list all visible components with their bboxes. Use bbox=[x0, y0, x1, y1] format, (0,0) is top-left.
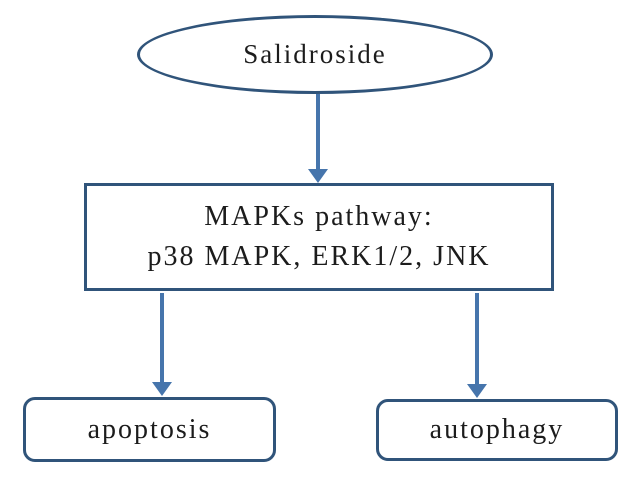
node-apoptosis-label: apoptosis bbox=[87, 413, 212, 445]
node-salidroside-label: Salidroside bbox=[243, 39, 387, 69]
node-autophagy: autophagy bbox=[376, 399, 618, 461]
arrow-mapks-to-apoptosis bbox=[152, 293, 172, 396]
arrow-salidroside-to-mapks bbox=[308, 94, 328, 183]
node-mapks-pathway-line1: MAPKs pathway: bbox=[204, 201, 434, 232]
arrow-mapks-to-autophagy bbox=[467, 293, 487, 398]
node-mapks-pathway: MAPKs pathway: p38 MAPK, ERK1/2, JNK bbox=[84, 183, 554, 291]
arrow-head-icon bbox=[152, 382, 172, 396]
arrow-head-icon bbox=[308, 169, 328, 183]
node-autophagy-label: autophagy bbox=[429, 414, 565, 445]
node-mapks-pathway-line2: p38 MAPK, ERK1/2, JNK bbox=[147, 241, 491, 272]
arrow-shaft bbox=[316, 94, 320, 170]
node-salidroside: Salidroside bbox=[137, 15, 493, 94]
node-apoptosis: apoptosis bbox=[23, 397, 276, 462]
arrow-head-icon bbox=[467, 384, 487, 398]
arrow-shaft bbox=[160, 293, 164, 383]
arrow-shaft bbox=[475, 293, 479, 385]
